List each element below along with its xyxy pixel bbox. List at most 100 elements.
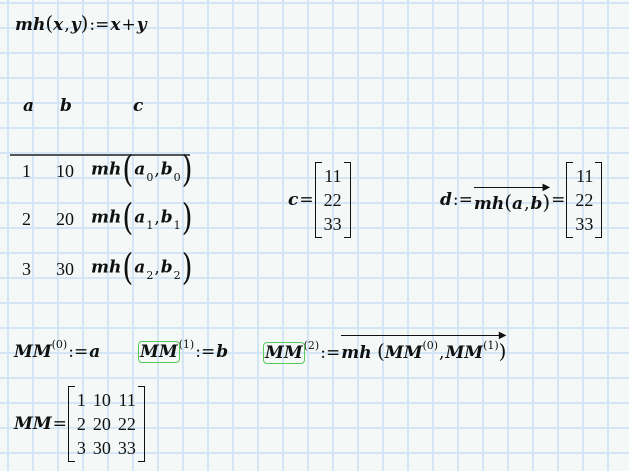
close-paren: ) — [181, 147, 193, 191]
var-mm: MM — [14, 413, 52, 434]
vectorize-operator: ▶mh (MM(0),MM(1)) — [341, 330, 507, 363]
cell-c[interactable]: mh(a0,b0) — [91, 147, 193, 191]
assign-operator: := — [320, 343, 341, 363]
c-evaluation[interactable]: c= 11 22 33 — [288, 162, 351, 238]
arg-b: b — [530, 194, 543, 214]
assign-operator: := — [452, 189, 473, 210]
close-paren: ) — [80, 11, 89, 35]
cell-b[interactable]: 30 — [56, 259, 74, 279]
vectorize-arrow-icon: ▶ — [542, 182, 551, 193]
vectorize-bar — [473, 187, 547, 188]
vector-cell: 22 — [575, 190, 594, 210]
arg2-mm: MM — [445, 343, 484, 363]
subscript: 0 — [146, 170, 154, 184]
func-name: mh — [473, 194, 505, 214]
value-a: a — [89, 342, 101, 362]
matrix-cell: 33 — [117, 438, 136, 458]
result-vector: 11 22 33 — [314, 162, 351, 238]
equals-operator: = — [52, 413, 67, 434]
mm-col2-definition[interactable]: MM(2):=▶mh (MM(0),MM(1)) — [263, 330, 507, 364]
cell-c[interactable]: mh(a1,b1) — [91, 195, 193, 239]
left-bracket — [314, 162, 322, 238]
arg-b: b — [160, 207, 173, 228]
func-name: mh — [91, 159, 122, 180]
func-name: mh — [91, 257, 122, 278]
right-bracket — [137, 386, 145, 462]
matrix-cell: 3 — [76, 438, 86, 458]
result-matrix: 1 10 11 2 20 22 3 30 33 — [67, 386, 145, 462]
matrix-cell: 22 — [117, 414, 136, 434]
arg-a: a — [134, 159, 146, 180]
func-name: mh — [91, 207, 122, 228]
d-definition[interactable]: d:= ▶ mh(a,b) = 11 22 33 — [440, 162, 603, 238]
arg-b: b — [160, 257, 173, 278]
function-definition-mh[interactable]: mh(x,y):=x+y — [15, 13, 147, 34]
matrix-cell: 2 — [76, 414, 86, 434]
left-bracket — [566, 162, 574, 238]
param-y: y — [70, 15, 81, 35]
subscript: 1 — [173, 218, 181, 232]
arg1-mm: MM — [384, 343, 423, 363]
function-name: mh — [15, 15, 46, 35]
matrix-cell: 1 — [76, 390, 86, 410]
table-header-c[interactable]: c — [133, 96, 144, 116]
cell-c[interactable]: mh(a2,b2) — [91, 245, 193, 289]
cell-a[interactable]: 3 — [22, 259, 31, 279]
column-superscript: (0) — [422, 339, 439, 352]
column-superscript: (2) — [303, 339, 320, 352]
open-paren: ( — [45, 11, 54, 35]
cell-b[interactable]: 10 — [56, 161, 74, 181]
vectorize-operator: ▶ mh(a,b) — [473, 182, 551, 214]
var-mm-selected[interactable]: MM — [138, 341, 180, 363]
vectorize-bar — [341, 335, 503, 336]
table-header-b[interactable]: b — [60, 96, 72, 116]
mm-evaluation[interactable]: MM= 1 10 11 2 20 22 3 30 33 — [14, 386, 145, 462]
subscript: 2 — [173, 268, 181, 282]
table-header-a[interactable]: a — [23, 96, 35, 116]
value-b: b — [216, 342, 229, 362]
open-paren: ( — [122, 245, 134, 289]
table-header-divider — [10, 154, 190, 156]
vector-cell: 33 — [575, 214, 594, 234]
cell-b[interactable]: 20 — [56, 209, 74, 229]
var-mm: MM — [14, 342, 52, 362]
right-bracket — [343, 162, 351, 238]
arg-a: a — [512, 194, 524, 214]
var-mm-selected[interactable]: MM — [263, 342, 305, 364]
body-x: x — [110, 15, 121, 35]
func-name: mh — [341, 343, 372, 363]
cell-a[interactable]: 1 — [22, 161, 31, 181]
close-paren: ) — [181, 195, 193, 239]
right-bracket — [595, 162, 603, 238]
arg-a: a — [134, 207, 146, 228]
assign-operator: := — [68, 342, 89, 362]
equals-operator: = — [551, 189, 566, 210]
matrix-cell: 11 — [118, 390, 136, 410]
comma: , — [64, 15, 70, 35]
var-d: d — [440, 189, 452, 210]
cell-a[interactable]: 2 — [22, 209, 31, 229]
column-superscript: (1) — [178, 338, 195, 351]
arg-b: b — [160, 159, 173, 180]
equals-operator: = — [299, 189, 314, 210]
plus-operator: + — [121, 15, 136, 35]
close-paren: ) — [181, 245, 193, 289]
column-superscript: (0) — [51, 338, 68, 351]
vector-cell: 11 — [576, 166, 594, 186]
matrix-cell: 30 — [92, 438, 111, 458]
column-superscript: (1) — [483, 339, 499, 352]
subscript: 2 — [146, 268, 154, 282]
mm-col0-definition[interactable]: MM(0):=a — [14, 339, 100, 361]
matrix-cell: 10 — [92, 390, 111, 410]
matrix-cell: 20 — [92, 414, 111, 434]
body-y: y — [136, 15, 147, 35]
subscript: 0 — [173, 170, 181, 184]
assign-operator: := — [89, 15, 110, 35]
left-bracket — [67, 386, 75, 462]
vector-cell: 22 — [323, 190, 342, 210]
open-paren: ( — [122, 195, 134, 239]
mm-col1-definition[interactable]: MM(1):=b — [138, 338, 229, 363]
param-x: x — [53, 15, 64, 35]
result-vector: 11 22 33 — [566, 162, 603, 238]
subscript: 1 — [146, 218, 154, 232]
